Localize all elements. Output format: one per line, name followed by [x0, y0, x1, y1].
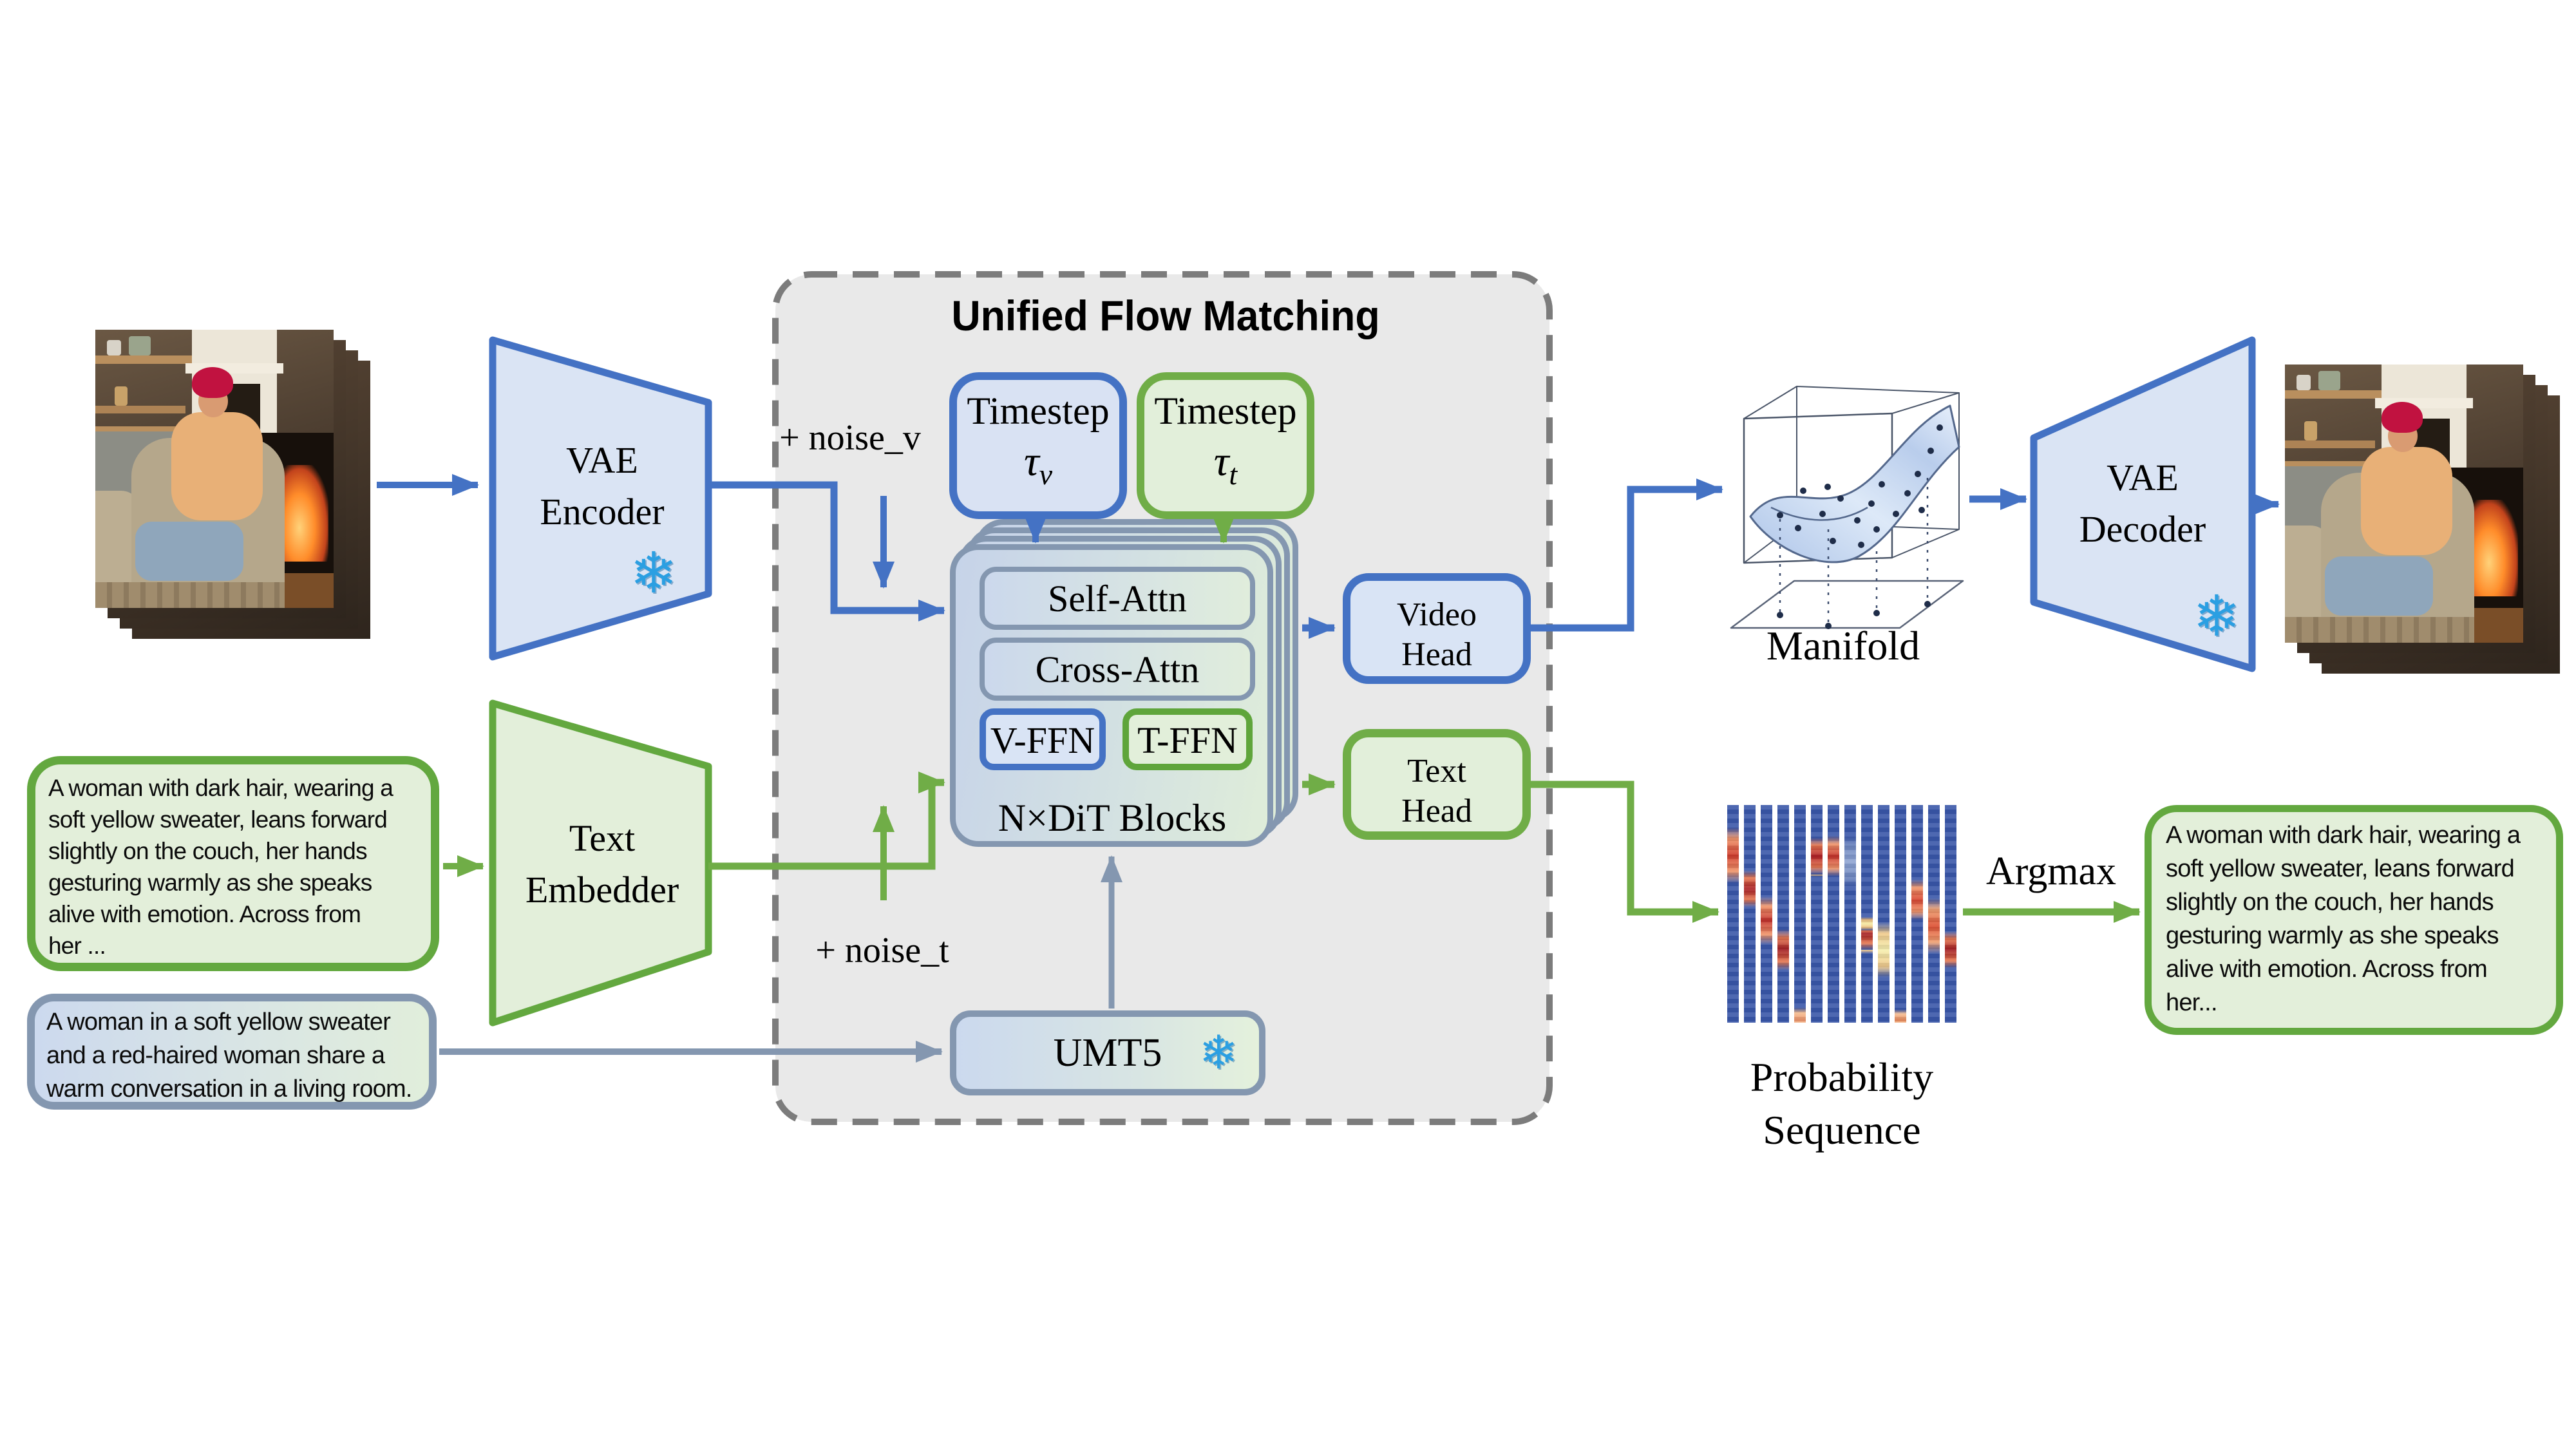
heatmap-column-12	[1911, 805, 1923, 1023]
text-embedder-shape	[489, 699, 712, 1027]
heatmap-column-9	[1861, 805, 1873, 1023]
timestep-t-label: Timestep	[1154, 390, 1297, 432]
self-attn-block: Self-Attn	[980, 567, 1255, 630]
path-video-head-to-manifold	[1531, 478, 1723, 632]
timestep-v-box: Timestep τv	[949, 372, 1127, 519]
path-text-head-to-heatmap	[1531, 781, 1719, 923]
heatmap-column-11	[1895, 805, 1906, 1023]
vae-decoder-shape	[2030, 336, 2256, 672]
vae-decoder-label: VAE Decoder	[2079, 457, 2206, 550]
probability-sequence-label: Probability Sequence	[1750, 1054, 1934, 1153]
vae-encoder-label: VAE Encoder	[540, 439, 665, 533]
heatmap-column-3	[1761, 805, 1772, 1023]
cross-attn-block: Cross-Attn	[980, 638, 1255, 701]
frozen-icon-encoder: ❄	[630, 540, 677, 606]
condition-text-prompt: A woman in a soft yellow sweater and a r…	[27, 994, 437, 1110]
frozen-icon-decoder: ❄	[2193, 583, 2240, 649]
heatmap-column-13	[1928, 805, 1940, 1023]
argmax-label: Argmax	[1985, 849, 2117, 893]
heatmap-column-14	[1945, 805, 1956, 1023]
output-text-prompt: A woman with dark hair, wearing a soft y…	[2145, 805, 2563, 1035]
frozen-icon-umt5: ❄	[1199, 1025, 1238, 1079]
tau-v-symbol: τ	[1023, 438, 1039, 485]
noise-v-label: + noise_v	[779, 418, 921, 458]
timestep-v-label: Timestep	[967, 390, 1110, 432]
tau-v-sub: v	[1039, 458, 1053, 491]
manifold-label: Manifold	[1766, 623, 1920, 668]
noise-t-label: + noise_t	[815, 931, 949, 971]
heatmap-column-8	[1844, 805, 1856, 1023]
umt5-box: UMT5	[950, 1010, 1265, 1095]
heatmap-column-7	[1828, 805, 1839, 1023]
heatmap-column-5	[1794, 805, 1806, 1023]
dit-block-card: Self-Attn Cross-Attn V-FFN T-FFN N×DiT B…	[950, 544, 1273, 847]
text-embedder-label: Text Embedder	[525, 817, 679, 911]
path-encoder-to-dit	[708, 481, 945, 621]
frame-title: Unified Flow Matching	[951, 292, 1380, 339]
t-ffn-block: T-FFN	[1122, 708, 1253, 770]
probability-sequence-heatmap	[1727, 805, 1956, 1023]
manifold-illustration	[1730, 386, 1964, 629]
input-video-frames	[95, 330, 372, 640]
video-head-box: Video Head	[1343, 573, 1531, 684]
path-embedder-to-dit	[708, 772, 945, 870]
v-ffn-block: V-FFN	[980, 708, 1106, 770]
text-head-box: Text Head	[1343, 729, 1531, 840]
heatmap-column-4	[1777, 805, 1789, 1023]
dit-blocks-label: N×DiT Blocks	[998, 797, 1227, 839]
umt5-label: UMT5	[1053, 1031, 1162, 1075]
output-video-frames	[2285, 365, 2562, 675]
tau-t-symbol: τ	[1213, 438, 1229, 485]
connectors	[377, 474, 2280, 1063]
tau-t-sub: t	[1229, 458, 1238, 491]
heatmap-column-1	[1727, 805, 1739, 1023]
heatmap-column-2	[1744, 805, 1756, 1023]
input-frame-front	[95, 330, 334, 608]
vae-encoder-shape	[489, 336, 712, 661]
input-text-prompt: A woman with dark hair, wearing a soft y…	[27, 756, 439, 971]
timestep-t-box: Timestep τt	[1137, 372, 1314, 519]
output-frame-front	[2285, 365, 2523, 643]
heatmap-column-10	[1878, 805, 1889, 1023]
heatmap-column-6	[1811, 805, 1823, 1023]
